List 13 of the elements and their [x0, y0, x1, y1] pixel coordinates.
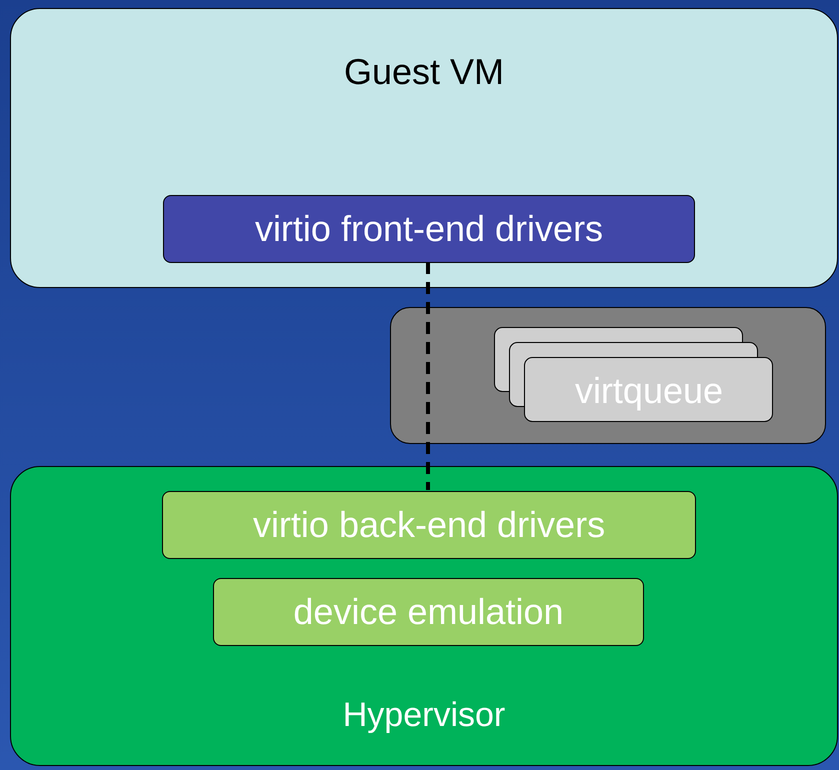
- dashed-connector: [426, 262, 430, 490]
- node-label: device emulation: [293, 590, 564, 634]
- node-label: virtio front-end drivers: [254, 207, 604, 251]
- node-label: virtio back-end drivers: [252, 503, 606, 547]
- driver-box: [162, 491, 696, 559]
- virtqueue-stack-drawing: [494, 327, 773, 423]
- emulation-box: [213, 578, 644, 646]
- guest-vm-panel: [10, 8, 838, 288]
- node-label: Hypervisor: [342, 695, 506, 736]
- node-label: Guest VM: [344, 50, 504, 94]
- driver-box: [163, 195, 695, 263]
- hypervisor-panel: [10, 466, 838, 766]
- virtqueue-panel: [390, 307, 826, 444]
